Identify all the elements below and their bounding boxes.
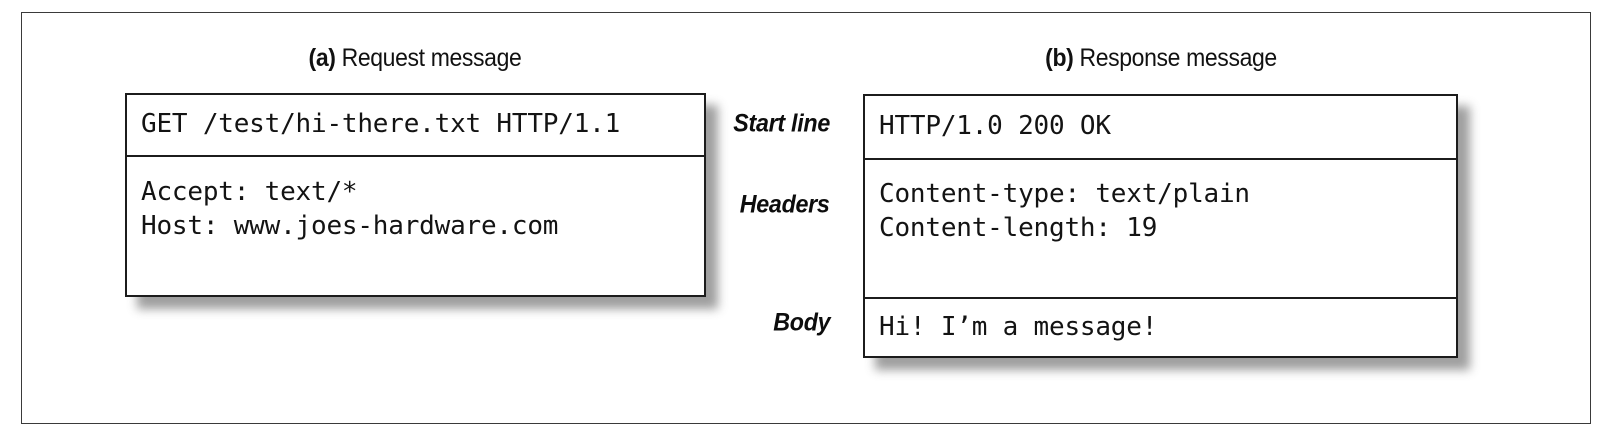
response-caption-tag: (b)	[1045, 44, 1074, 72]
response-headers-row: Content-type: text/plain Content-length:…	[865, 158, 1456, 297]
request-message-panel: GET /test/hi-there.txt HTTP/1.1 Accept: …	[125, 93, 706, 297]
response-caption-text: Response message	[1073, 44, 1277, 72]
part-label-body: Body	[772, 308, 830, 337]
response-caption: (b) Response message	[1045, 46, 1277, 71]
request-caption-tag: (a)	[308, 44, 336, 72]
request-caption: (a) Request message	[309, 46, 522, 71]
response-body-text: Hi! I’m a message!	[879, 312, 1158, 342]
part-label-headers: Headers	[740, 190, 830, 219]
request-headers-row: Accept: text/* Host: www.joes-hardware.c…	[127, 155, 704, 296]
request-start-line-text: GET /test/hi-there.txt HTTP/1.1	[141, 109, 621, 139]
response-start-line-text: HTTP/1.0 200 OK	[879, 111, 1111, 141]
response-start-line-row: HTTP/1.0 200 OK	[865, 96, 1456, 158]
request-headers-text: Accept: text/* Host: www.joes-hardware.c…	[141, 177, 559, 241]
request-caption-text: Request message	[335, 44, 522, 72]
response-body-row: Hi! I’m a message!	[865, 297, 1456, 355]
part-label-start-line: Start line	[733, 109, 830, 138]
request-start-line-row: GET /test/hi-there.txt HTTP/1.1	[127, 95, 704, 155]
response-message-panel: HTTP/1.0 200 OK Content-type: text/plain…	[863, 94, 1458, 358]
response-headers-text: Content-type: text/plain Content-length:…	[879, 179, 1250, 243]
